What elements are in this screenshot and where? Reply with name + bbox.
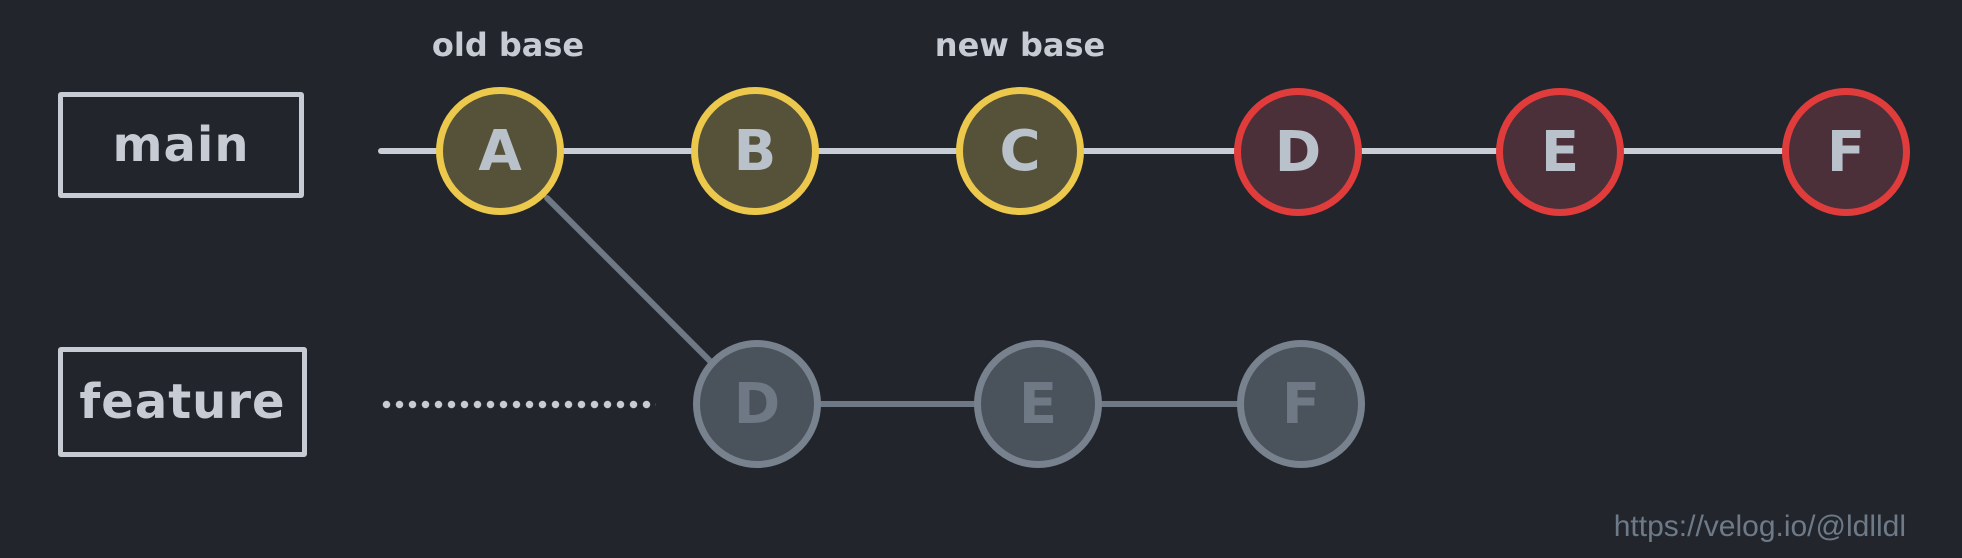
commit-letter: C [999,118,1041,184]
commit-letter: F [1826,119,1866,185]
watermark-url: https://velog.io/@ldlldl [1613,510,1906,543]
commit-letter: B [733,118,777,184]
feature-dotted-line [380,400,656,409]
old-base-annotation: old base [431,26,585,64]
branch-label-feature: feature [58,347,307,457]
main-branch-line [378,148,1846,154]
commit-letter: E [1540,119,1580,185]
branch-label-feature-text: feature [79,374,286,430]
commit-node-main-b: B [691,87,819,215]
commit-letter: F [1281,371,1321,437]
commit-letter: D [1274,119,1322,185]
commit-node-main-e: E [1496,88,1624,216]
branch-label-main-text: main [112,117,250,173]
commit-letter: E [1018,371,1058,437]
commit-letter: D [733,371,781,437]
commit-letter: A [478,118,522,184]
branch-label-main: main [58,92,304,198]
new-base-annotation: new base [934,26,1106,64]
commit-node-main-a: A [436,87,564,215]
commit-node-feature-f: F [1237,340,1365,468]
commit-node-feature-e: E [974,340,1102,468]
commit-node-main-c: C [956,87,1084,215]
branch-fork-line [542,193,715,366]
commit-node-feature-d: D [693,340,821,468]
commit-node-main-f: F [1782,88,1910,216]
commit-node-main-d: D [1234,88,1362,216]
